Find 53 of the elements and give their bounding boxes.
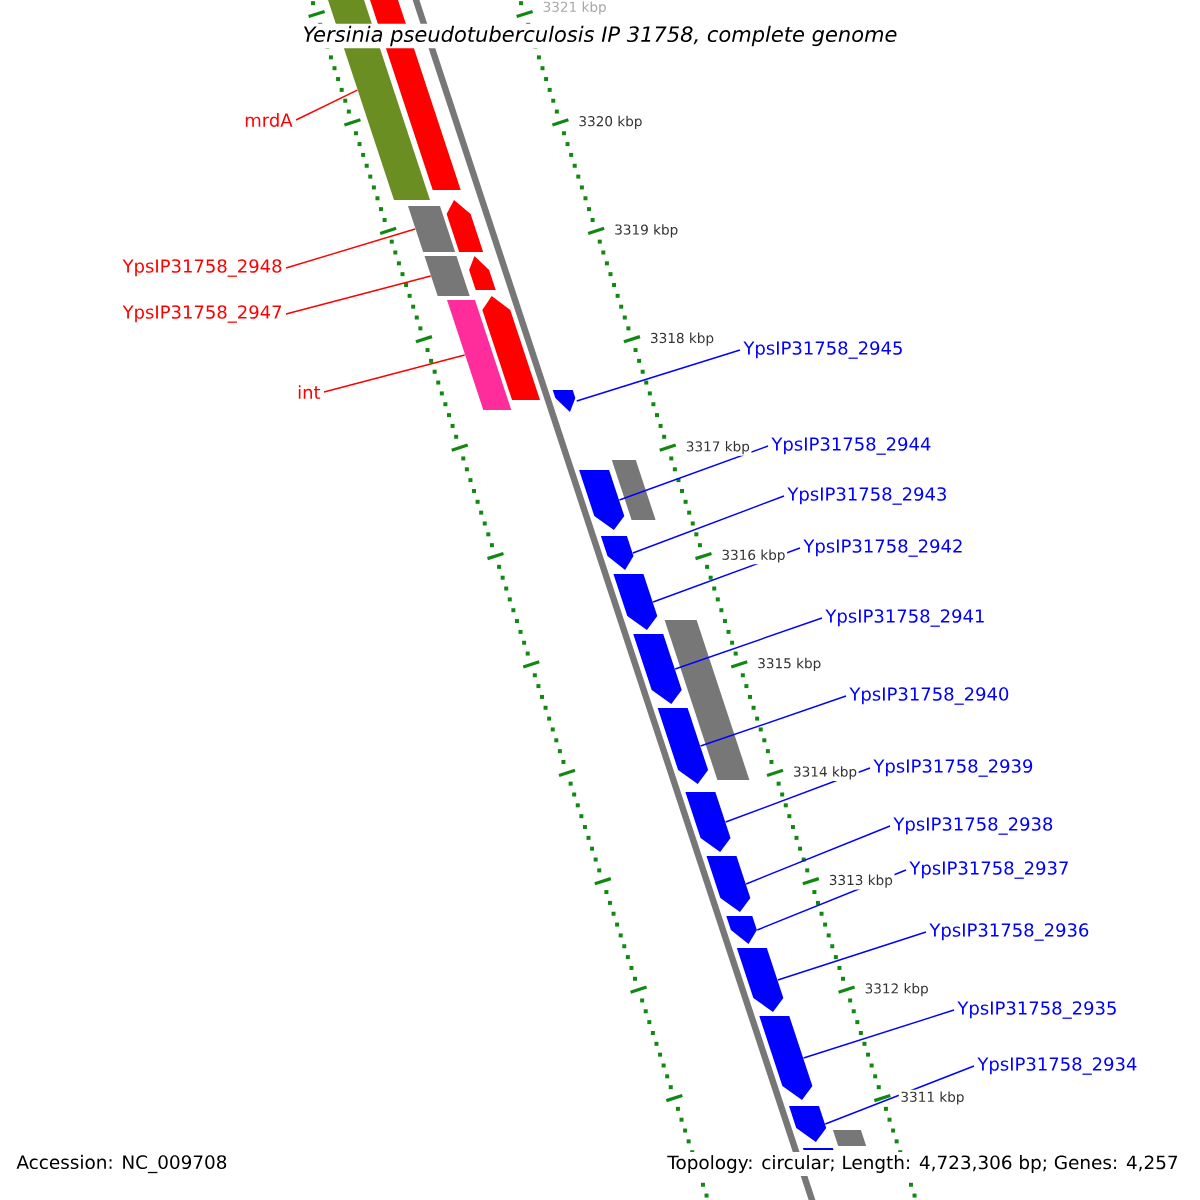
gene-feature (633, 634, 682, 704)
gene-label: YpsIP31758_2942 (803, 539, 962, 557)
leader-line (699, 695, 847, 747)
leader-line (576, 349, 741, 402)
gene-feature (685, 792, 731, 852)
gene-label: YpsIP31758_2935 (957, 1001, 1116, 1019)
gene-label: YpsIP31758_2941 (825, 609, 984, 627)
gene-label: int (298, 385, 321, 399)
gene-feature (469, 256, 496, 290)
gene-feature (726, 916, 757, 944)
gene-label: YpsIP31758_2937 (909, 861, 1068, 879)
gene-feature (552, 390, 576, 412)
gene-feature (600, 536, 634, 570)
gene-block (447, 300, 512, 410)
gene-label: YpsIP31758_2948 (122, 259, 282, 277)
gene-label: YpsIP31758_2936 (929, 923, 1089, 941)
gene-block (611, 460, 656, 520)
gene-label: YpsIP31758_2940 (849, 687, 1009, 705)
leader-line (674, 617, 823, 670)
gene-label: YpsIP31758_2934 (977, 1057, 1137, 1075)
gene-feature (482, 296, 540, 400)
leader-line (777, 931, 927, 981)
accession-text: Accession: NC_009708 (14, 1152, 230, 1176)
gene-feature (736, 948, 784, 1012)
leader-line (285, 275, 432, 315)
gene-feature (613, 574, 658, 630)
gene-feature (759, 1016, 813, 1100)
gene-block (408, 206, 456, 252)
leader-line (323, 354, 466, 393)
leader-line (295, 89, 358, 121)
gene-feature (657, 708, 709, 784)
gene-label: YpsIP31758_2939 (873, 759, 1033, 777)
gene-label: YpsIP31758_2944 (771, 437, 931, 455)
genome-info-text: Topology: circular; Length: 4,723,306 bp; Genes: 4,257 (664, 1152, 1182, 1176)
title: Yersinia pseudotuberculosis IP 31758, complete genome (300, 23, 900, 49)
gene-block (424, 256, 470, 296)
gene-feature (706, 856, 751, 912)
gene-block (832, 1130, 867, 1146)
gene-label: YpsIP31758_2947 (122, 305, 282, 323)
gene-label: YpsIP31758_2943 (787, 487, 946, 505)
gene-label: YpsIP31758_2938 (893, 817, 1053, 835)
gene-feature (446, 200, 484, 252)
leader-line (632, 495, 785, 554)
gene-feature (789, 1106, 827, 1142)
leader-line (745, 825, 891, 885)
leader-line (285, 228, 416, 269)
gene-label: YpsIP31758_2945 (743, 341, 902, 359)
gene-feature (579, 470, 625, 530)
leader-line (824, 1065, 975, 1125)
gene-label: mrdA (245, 113, 293, 127)
leader-line (618, 445, 769, 501)
leader-line (802, 1009, 955, 1059)
gene-block (664, 620, 750, 780)
